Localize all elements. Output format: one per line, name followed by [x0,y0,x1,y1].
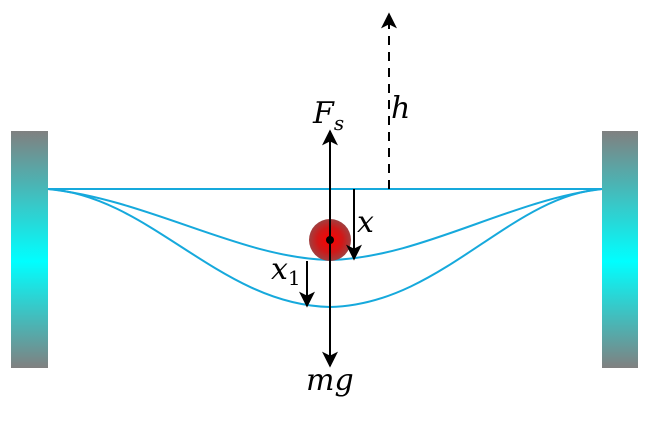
spring-force-label: Fs [312,96,344,135]
displacement-x1-subscript: 1 [288,266,301,290]
ball-center-dot [326,236,334,244]
right-post [602,131,638,368]
displacement-x-label: x [357,205,374,240]
weight-label: mg [306,363,354,398]
spring-force-subscript: s [334,111,344,135]
left-post [11,131,48,368]
height-label: h [391,91,410,126]
displacement-x1-label: x1 [271,252,301,290]
